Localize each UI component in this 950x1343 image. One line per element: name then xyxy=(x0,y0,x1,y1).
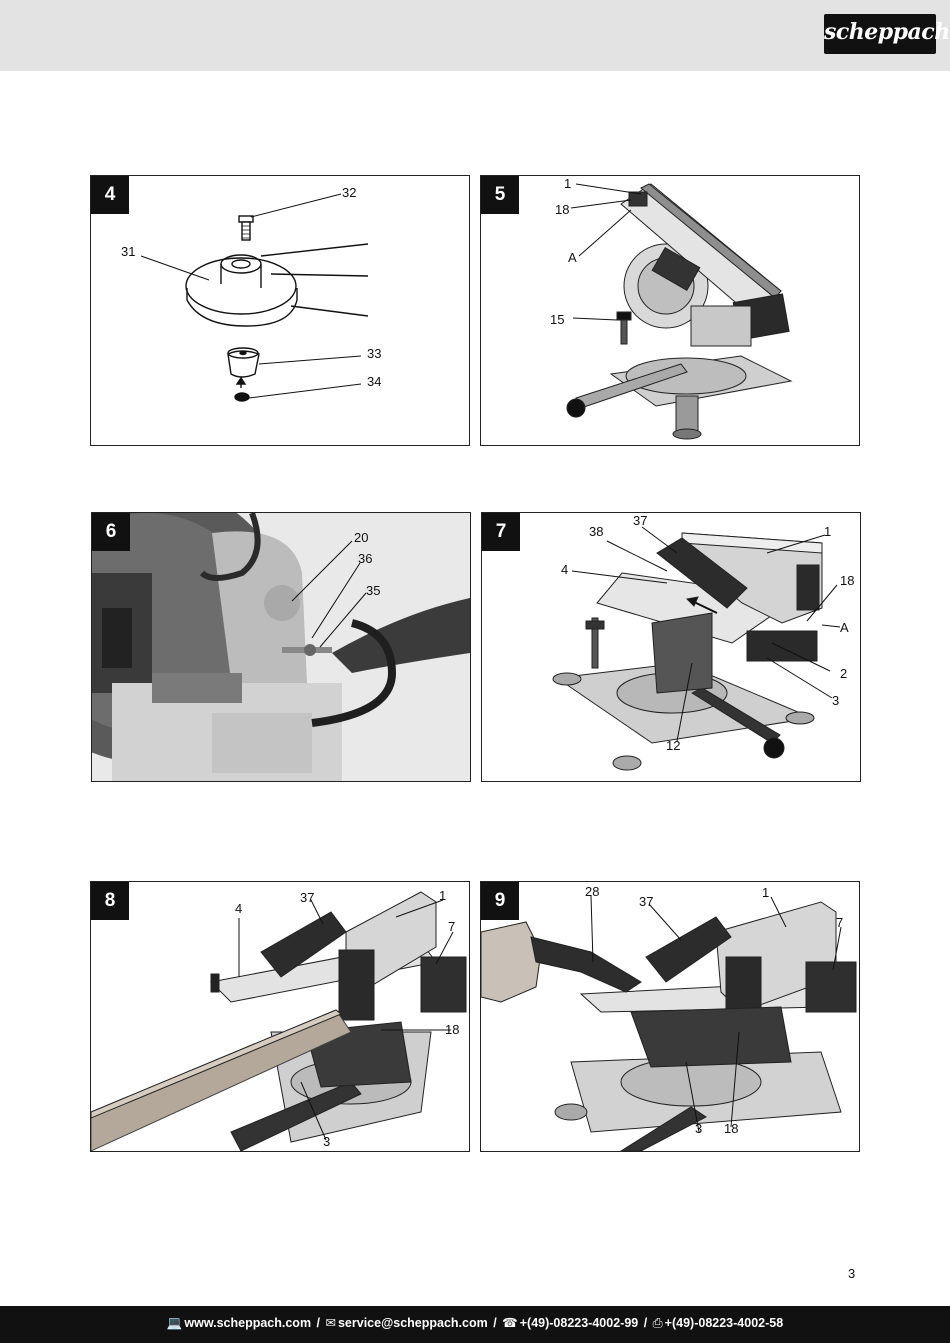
callout-label: 33 xyxy=(367,346,382,361)
callout-label: 2 xyxy=(840,666,848,681)
callout-label: 3 xyxy=(695,1121,703,1136)
callout-label: 4 xyxy=(235,901,243,916)
callout-label: 31 xyxy=(121,244,136,259)
email-link[interactable]: service@scheppach.com xyxy=(337,1316,488,1330)
callout-label: 28 xyxy=(585,884,600,899)
callout-label: 32 xyxy=(342,185,357,200)
phone-icon: ☎ xyxy=(502,1316,518,1330)
callout-label: 38 xyxy=(589,524,604,539)
callout-label: 1 xyxy=(762,885,770,900)
callout-label: 4 xyxy=(561,562,569,577)
figure-number: 7 xyxy=(482,513,520,551)
figure-6-photo xyxy=(92,513,470,781)
figure-7: 7 xyxy=(481,512,861,782)
figure-4-illustration xyxy=(140,193,369,402)
footer-separator: / xyxy=(313,1316,324,1330)
phone-number: +(49)-08223-4002-99 xyxy=(519,1316,639,1330)
figure-number: 9 xyxy=(481,882,519,920)
figure-8: 8 xyxy=(90,881,470,1152)
callout-label: 37 xyxy=(633,513,648,528)
callout-label: 7 xyxy=(836,915,844,930)
figure-5: 5 xyxy=(480,175,860,446)
callout-label: 18 xyxy=(724,1121,739,1136)
callout-label: A xyxy=(568,250,577,265)
callout-label: 37 xyxy=(300,890,315,905)
brand-logo-text: scheppach xyxy=(824,19,950,45)
footer-separator: / xyxy=(640,1316,651,1330)
callout-label: 1 xyxy=(564,176,572,191)
callout-label: 7 xyxy=(448,919,456,934)
callout-label: 37 xyxy=(639,894,654,909)
figure-9-illustration xyxy=(481,895,857,1151)
website-link[interactable]: www.scheppach.com xyxy=(184,1316,312,1330)
figure-6: 6 20 36 35 xyxy=(91,512,471,782)
callout-label: 20 xyxy=(354,530,369,545)
footer-separator: / xyxy=(489,1316,501,1330)
figure-4: 4 32 xyxy=(90,175,470,446)
callout-label: 1 xyxy=(439,888,447,903)
callout-label: A xyxy=(840,620,849,635)
header-bar: scheppach xyxy=(0,0,950,71)
fax-number: +(49)-08223-4002-58 xyxy=(664,1316,784,1330)
callout-label: 35 xyxy=(366,583,381,598)
callout-label: 36 xyxy=(358,551,373,566)
figure-number: 8 xyxy=(91,882,129,920)
callout-label: 18 xyxy=(445,1022,460,1037)
footer-bar: 💻www.scheppach.com / ✉service@scheppach.… xyxy=(0,1306,950,1343)
figure-number: 6 xyxy=(92,513,130,551)
figure-number: 4 xyxy=(91,176,129,214)
callout-label: 18 xyxy=(555,202,570,217)
figure-9: 9 28 xyxy=(480,881,860,1152)
callout-label: 34 xyxy=(367,374,382,389)
callout-label: 18 xyxy=(840,573,855,588)
brand-logo: scheppach xyxy=(824,14,950,54)
fax-icon: ⎙ xyxy=(652,1316,663,1330)
callout-label: 15 xyxy=(550,312,565,327)
figure-8-illustration xyxy=(91,891,467,1151)
figure-number: 5 xyxy=(481,176,519,214)
callout-label: 12 xyxy=(666,738,681,753)
figure-7-illustration xyxy=(552,526,841,771)
computer-icon: 💻 xyxy=(166,1316,183,1330)
mail-icon: ✉ xyxy=(325,1316,336,1330)
callout-label: 3 xyxy=(832,693,840,708)
figure-5-illustration xyxy=(566,183,793,440)
callout-label: 3 xyxy=(323,1134,331,1149)
callout-label: 1 xyxy=(824,524,832,539)
page-number: 3 xyxy=(848,1266,856,1281)
